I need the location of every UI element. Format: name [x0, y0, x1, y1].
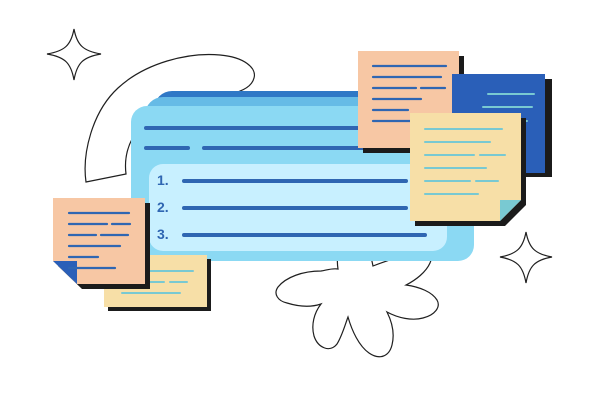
list-marker-1: 1. — [157, 172, 169, 188]
sparkle-icon — [46, 28, 102, 81]
ordered-list: 1. 2. 3. — [157, 172, 427, 242]
sparkle-icon — [499, 231, 553, 284]
note-peach-left — [53, 198, 150, 289]
list-marker-2: 2. — [157, 199, 169, 215]
list-marker-3: 3. — [157, 226, 169, 242]
note-cream-right — [410, 113, 526, 226]
list-lines — [182, 179, 427, 237]
